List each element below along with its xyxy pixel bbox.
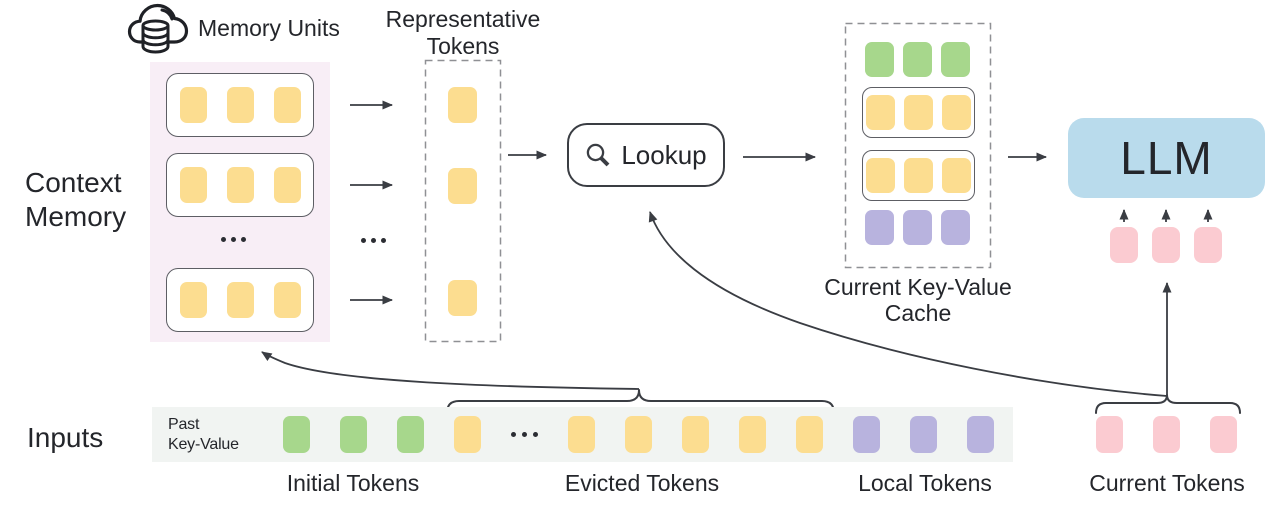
curve-evicted-to-memory xyxy=(261,351,640,390)
token-yellow xyxy=(448,280,477,316)
representative-token-slot-2 xyxy=(448,168,477,204)
lookup-label: Lookup xyxy=(621,139,707,170)
token-yellow xyxy=(942,95,971,130)
token-yellow xyxy=(904,158,933,193)
evicted-tokens-head xyxy=(454,416,481,453)
representative-token-slot-3 xyxy=(448,280,477,316)
token-purple xyxy=(853,416,880,453)
token-yellow xyxy=(448,87,477,123)
token-yellow xyxy=(273,282,301,318)
current-tokens-group xyxy=(1096,416,1237,453)
token-green xyxy=(865,42,894,77)
llm-input-tokens xyxy=(1110,227,1222,263)
cache-label-line2: Cache xyxy=(884,300,952,326)
token-pink xyxy=(1096,416,1123,453)
cache-label-line1: Current Key-Value xyxy=(824,274,1012,300)
token-green xyxy=(397,416,424,453)
local-tokens-label: Local Tokens xyxy=(858,470,992,496)
context-memory-panel xyxy=(150,62,330,342)
token-purple xyxy=(941,210,970,245)
token-yellow xyxy=(448,168,477,204)
token-green xyxy=(903,42,932,77)
initial-tokens-label: Initial Tokens xyxy=(286,470,420,496)
token-yellow xyxy=(866,158,895,193)
past-label-line1: Past xyxy=(168,415,200,433)
token-yellow xyxy=(568,416,595,453)
initial-tokens-group xyxy=(283,416,424,453)
token-pink xyxy=(1210,416,1237,453)
representative-title-line2: Tokens xyxy=(426,33,500,59)
memory-cloud-database-icon xyxy=(127,3,189,54)
token-purple xyxy=(903,210,932,245)
representative-token-slot-1 xyxy=(448,87,477,123)
past-key-value-bar: Past Key-Value xyxy=(152,407,1013,462)
local-tokens-group xyxy=(853,416,994,453)
memory-unit-3 xyxy=(166,268,314,332)
representative-tokens-box xyxy=(425,60,500,342)
evicted-tokens-tail xyxy=(568,416,823,453)
past-key-value-tokens xyxy=(283,416,994,453)
current-kv-cache-label: Current Key-Value Cache xyxy=(820,274,1016,326)
token-yellow xyxy=(226,282,254,318)
past-label-line2: Key-Value xyxy=(168,435,239,453)
current-tokens-label: Current Tokens xyxy=(1089,470,1245,496)
current-tokens-brace xyxy=(1095,394,1241,414)
token-green xyxy=(941,42,970,77)
token-green xyxy=(283,416,310,453)
token-yellow xyxy=(273,87,301,123)
cache-row-initial-tokens xyxy=(845,42,990,77)
current-kv-cache-box xyxy=(845,23,990,268)
token-yellow xyxy=(625,416,652,453)
token-purple xyxy=(865,210,894,245)
context-memory-label-line1: Context xyxy=(25,167,122,198)
token-yellow xyxy=(273,167,301,203)
token-pink xyxy=(1153,416,1180,453)
memory-arrows-ellipsis xyxy=(361,238,386,243)
context-memory-label-line2: Memory xyxy=(25,201,127,232)
llm-box: LLM xyxy=(1068,118,1265,198)
token-yellow xyxy=(682,416,709,453)
search-icon xyxy=(587,143,610,166)
past-key-value-label: Past Key-Value xyxy=(168,415,283,455)
token-green xyxy=(340,416,367,453)
representative-title-line1: Representative xyxy=(385,6,541,32)
evicted-tokens-ellipsis xyxy=(511,416,538,453)
lookup-button: Lookup xyxy=(567,123,725,187)
token-yellow xyxy=(179,282,207,318)
memory-unit-1 xyxy=(166,73,314,137)
token-yellow xyxy=(179,87,207,123)
token-yellow xyxy=(796,416,823,453)
cache-retrieved-unit-2 xyxy=(862,150,975,201)
token-purple xyxy=(967,416,994,453)
token-yellow xyxy=(942,158,971,193)
token-pink xyxy=(1152,227,1180,263)
token-pink xyxy=(1110,227,1138,263)
token-yellow xyxy=(226,167,254,203)
token-pink xyxy=(1194,227,1222,263)
token-yellow xyxy=(454,416,481,453)
memory-unit-2 xyxy=(166,153,314,217)
evicted-tokens-label: Evicted Tokens xyxy=(564,470,720,496)
token-yellow xyxy=(866,95,895,130)
cache-retrieved-unit-1 xyxy=(862,87,975,138)
representative-tokens-title: Representative Tokens xyxy=(375,6,551,60)
memory-units-label: Memory Units xyxy=(198,15,340,41)
context-memory-section-label: Context Memory xyxy=(25,166,126,234)
token-purple xyxy=(910,416,937,453)
token-yellow xyxy=(226,87,254,123)
inputs-section-label: Inputs xyxy=(27,422,104,453)
token-yellow xyxy=(179,167,207,203)
token-yellow xyxy=(904,95,933,130)
cache-row-local-tokens xyxy=(845,210,990,245)
llm-label: LLM xyxy=(1120,132,1213,184)
memory-units-ellipsis xyxy=(221,237,246,242)
token-yellow xyxy=(739,416,766,453)
